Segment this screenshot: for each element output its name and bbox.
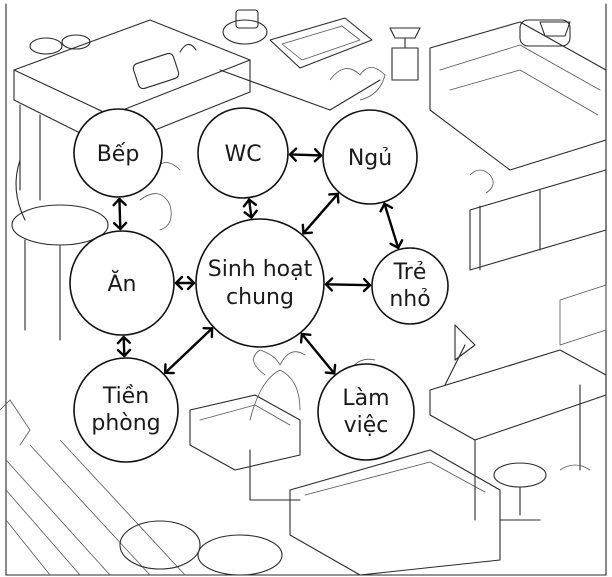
room-label: nhỏ [389,287,430,312]
connection-arrow-wc-bedroom [288,147,323,163]
room-label: WC [224,142,261,167]
room-circle [371,247,449,325]
arrow-shaft [302,192,339,235]
room-bubble-work: Làm việc [317,363,415,461]
arrow-head [243,209,258,219]
arrow-head [288,147,298,162]
arrow-head [379,202,394,213]
room-label: việc [344,413,389,438]
room-bubble-dining: Ăn [69,230,175,336]
arrow-shaft [118,197,122,231]
arrow-head [186,275,196,291]
room-label: Tiền [102,384,149,409]
bathroom-sketch [219,9,381,111]
arrow-head [313,148,323,163]
arrow-head [163,363,175,375]
plant-sketch [329,67,591,471]
room-bubble-kitchen: Bếp [73,108,163,198]
arrow-head [174,275,184,291]
room-label: Sinh hoạt [208,257,313,282]
room-circle [73,108,163,198]
room-circle [195,218,325,348]
living-furniture-sketch [189,349,501,576]
workspace-sketch [429,284,607,521]
room-label: phòng [91,411,160,436]
room-label: Bếp [97,142,140,167]
room-circle [322,109,418,205]
arrow-head [242,198,258,208]
arrow-head [116,348,132,358]
room-circle [197,107,289,199]
connection-arrow-living-kids [324,277,372,293]
arrow-head [112,221,128,231]
entrance-floor-sketch [0,399,283,576]
arrow-head [324,277,334,292]
arrow-shaft [324,283,372,287]
arrow-head [324,363,337,375]
connection-arrow-wc-living [242,198,258,219]
room-bubble-living: Sinh hoạt chung [195,218,325,348]
connection-arrow-bedroom-living [301,192,340,235]
rooms-layer: Bếp WC Ngủ Ăn Sinh hoạt chung Trẻ [69,107,449,463]
room-label: Làm [342,386,389,411]
connection-arrow-living-work [299,332,337,375]
arrow-head [328,192,340,204]
arrow-shaft [163,327,214,375]
room-bubble-kids: Trẻ nhỏ [371,247,449,325]
arrow-head [116,335,132,345]
arrow-shaft [288,153,323,157]
arrow-head [112,197,127,207]
arrow-shaft [247,198,253,219]
connection-arrow-living-entrance [163,326,214,375]
connection-arrow-dining-living [174,275,196,291]
room-label: Ăn [108,270,137,297]
room-circle [73,357,179,463]
arrow-shaft [122,335,126,358]
arrow-head [362,277,372,293]
arrow-head [299,332,312,344]
arrow-head [389,239,404,249]
room-label: Trẻ [393,260,427,285]
connection-arrow-bedroom-kids [379,202,404,249]
room-bubble-entrance: Tiền phòng [73,357,179,463]
connection-arrow-dining-entrance [116,335,132,358]
arrow-shaft [383,202,400,249]
room-circle [69,230,175,336]
arrow-shaft [300,332,336,375]
room-bubble-bedroom: Ngủ [322,109,418,205]
room-bubble-wc: WC [197,107,289,199]
arrow-head [301,223,314,235]
bedroom-sketch [389,19,607,271]
connection-arrow-kitchen-dining [112,197,128,231]
room-label: chung [226,285,294,310]
arrows-layer [112,147,404,375]
room-label: Ngủ [348,146,392,171]
room-circle [317,363,415,461]
arrow-head [202,326,214,339]
